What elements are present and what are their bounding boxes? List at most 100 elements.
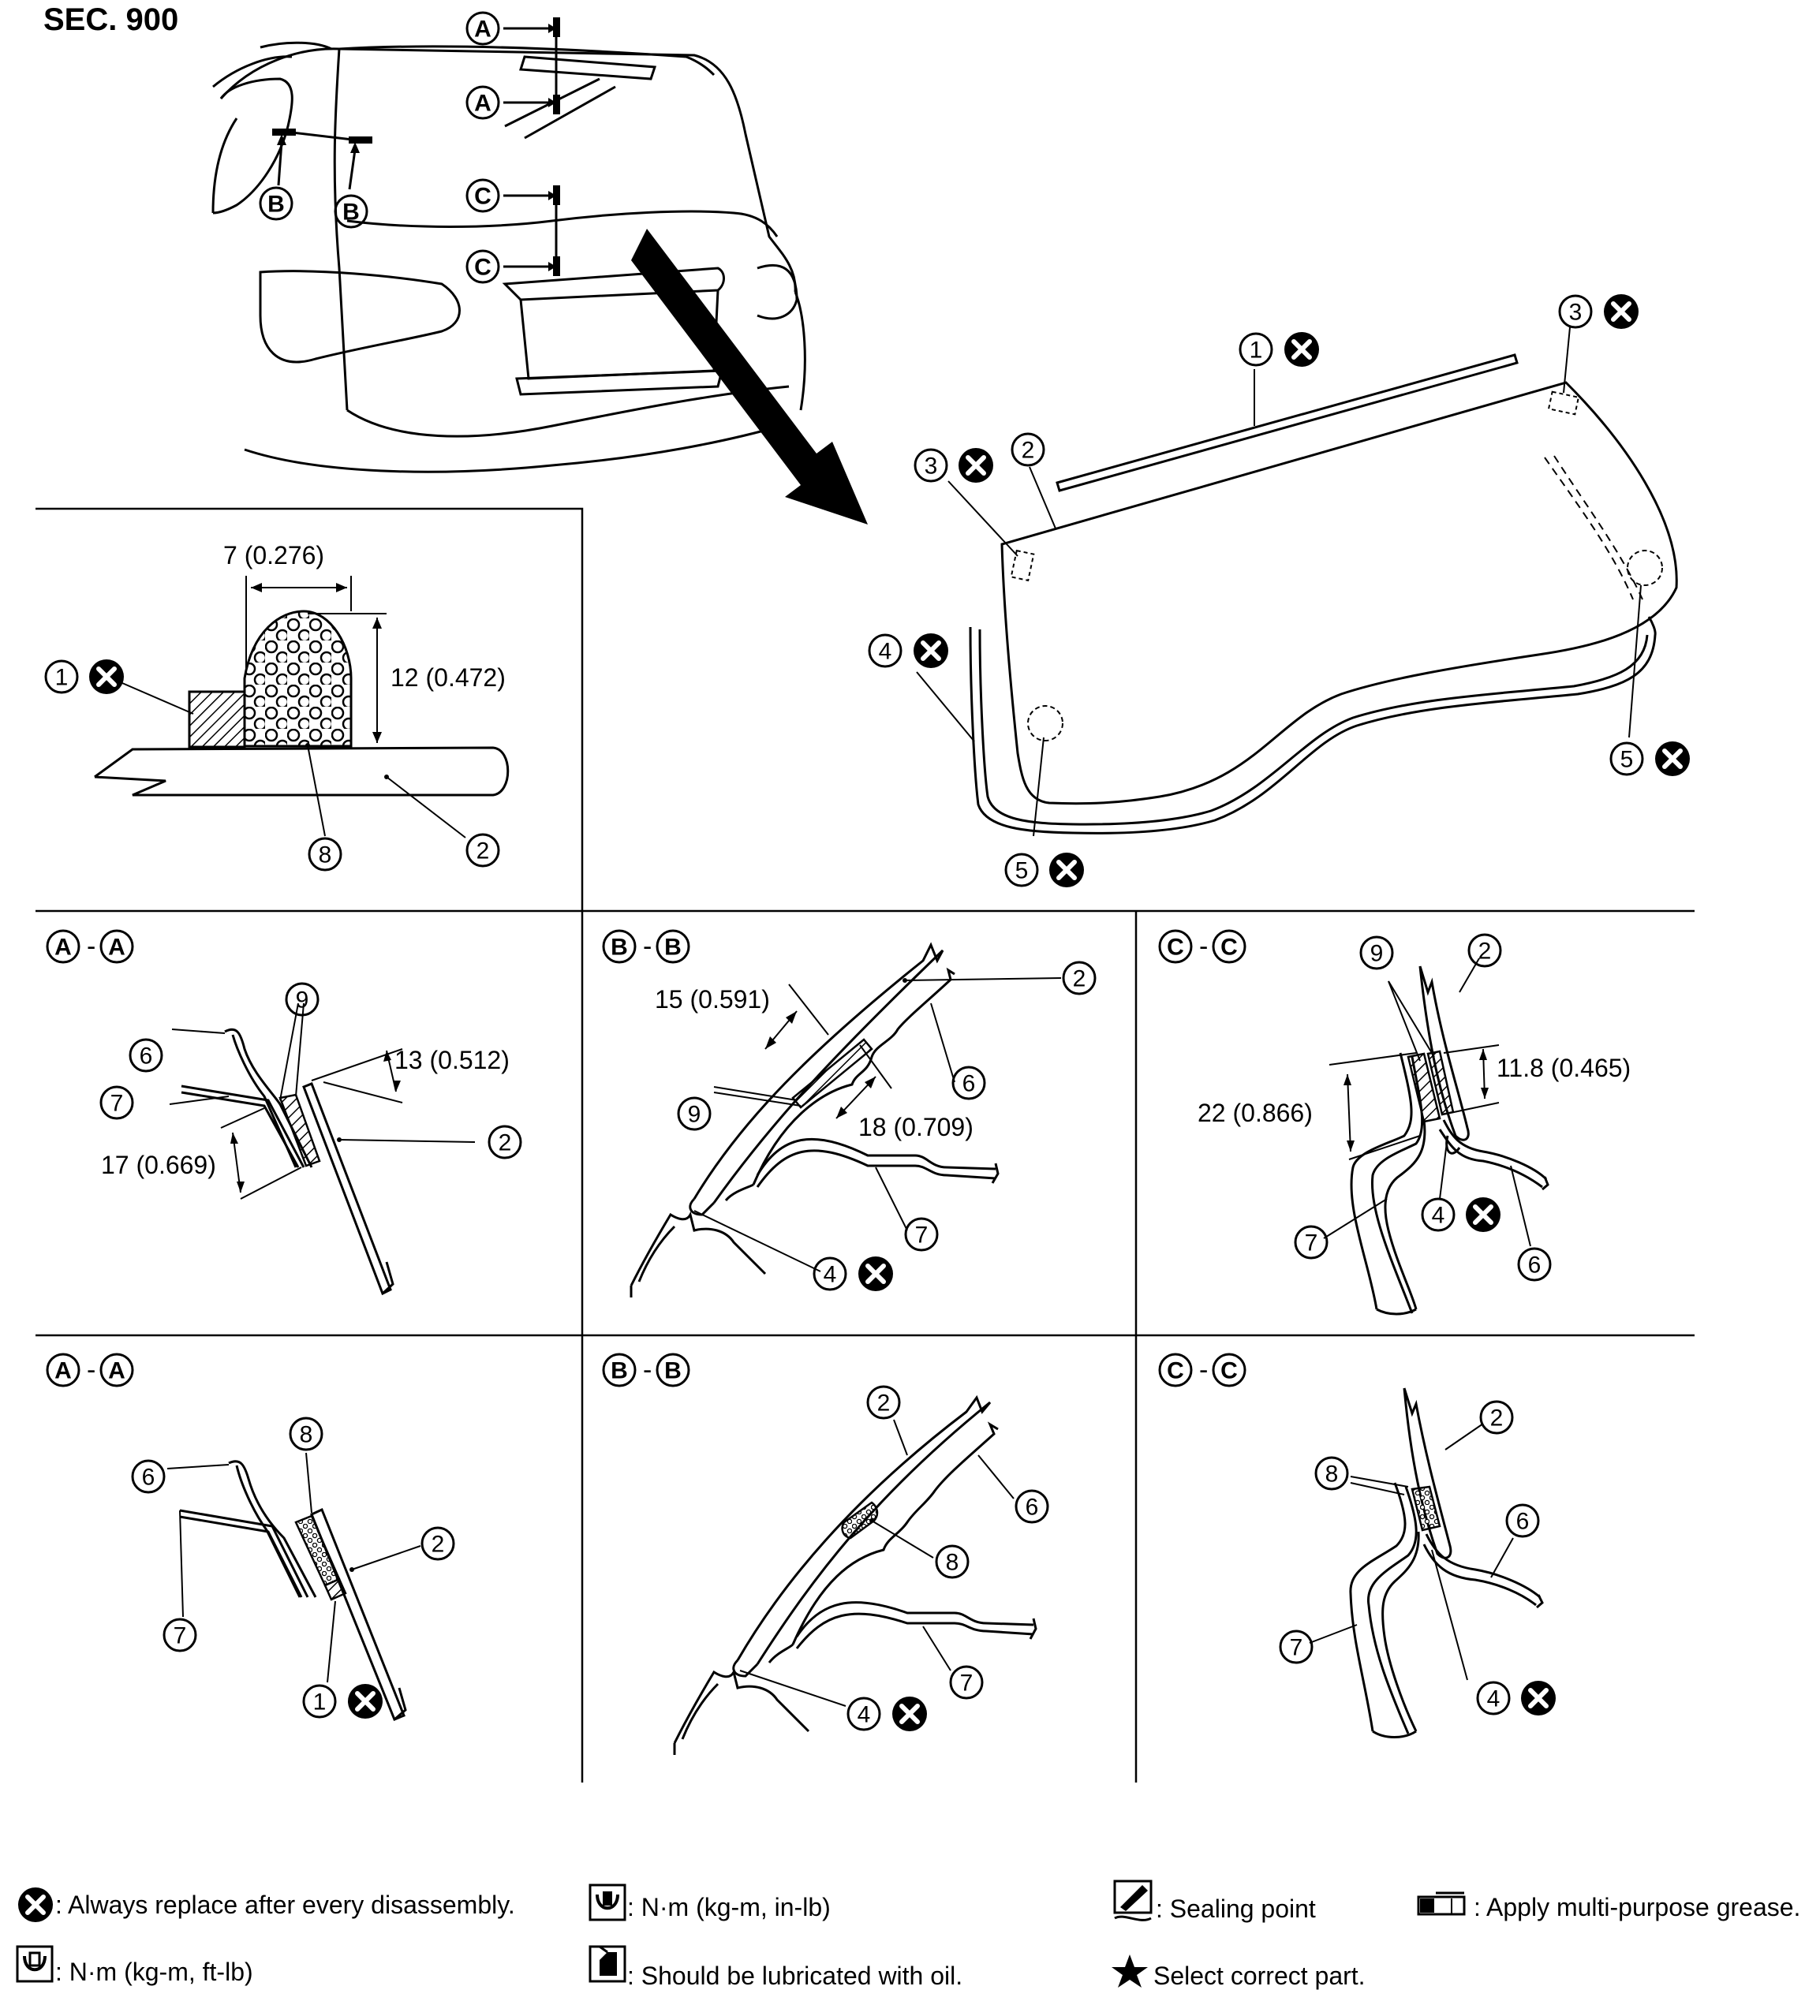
section-b-b-lower-drawing <box>673 1394 1037 1755</box>
svg-text:-: - <box>643 931 652 961</box>
svg-text:8: 8 <box>1325 1462 1339 1488</box>
upper-molding <box>1056 353 1519 492</box>
svg-text:2: 2 <box>1490 1406 1504 1432</box>
svg-text:7: 7 <box>110 1091 124 1117</box>
callout-8-bb-lower: 8 <box>935 1544 970 1579</box>
svg-text:2: 2 <box>1478 939 1492 965</box>
svg-text:B: B <box>664 935 682 961</box>
svg-text:A: A <box>54 1358 72 1384</box>
callout-2-detail: 2 <box>465 833 500 868</box>
callout-4-bb-upper: 4 <box>813 1256 893 1291</box>
callout-3-spacer-left: 3 <box>914 448 993 483</box>
svg-text:7: 7 <box>1290 1635 1303 1661</box>
svg-text:1: 1 <box>1250 338 1263 364</box>
svg-text:6: 6 <box>1516 1509 1530 1535</box>
vehicle-rear-view <box>211 41 806 473</box>
svg-text:-: - <box>643 1355 652 1385</box>
svg-text:2: 2 <box>1022 438 1035 464</box>
svg-text:8: 8 <box>319 842 332 868</box>
section-c-c-lower-drawing <box>1309 1387 1544 1738</box>
svg-text:C: C <box>474 184 491 210</box>
callout-6-cc-lower: 6 <box>1505 1503 1540 1538</box>
star-icon <box>1112 1954 1148 1988</box>
svg-text:A: A <box>108 935 125 961</box>
callout-2-bb-lower: 2 <box>866 1385 901 1420</box>
callout-7-bb-lower: 7 <box>949 1665 984 1700</box>
svg-text:7: 7 <box>1305 1230 1318 1256</box>
callout-2-cc-upper: 2 <box>1467 933 1502 968</box>
svg-text:-: - <box>87 931 95 961</box>
svg-text:C: C <box>1220 1358 1238 1384</box>
replace-x-icon <box>914 633 948 668</box>
callout-4-cc-lower: 4 <box>1476 1681 1556 1715</box>
callout-7-aa-upper: 7 <box>99 1085 134 1120</box>
detail-arrow-icon <box>631 229 868 525</box>
replace-x-icon <box>1284 332 1319 367</box>
torque-wrench-in-lb-icon <box>589 1883 626 1921</box>
replace-x-icon <box>858 1256 893 1291</box>
svg-text:6: 6 <box>1026 1495 1039 1521</box>
replace-x-icon <box>1466 1197 1500 1232</box>
cut-label-b-right: B <box>334 194 368 229</box>
svg-text:A: A <box>54 935 72 961</box>
cut-label-b-left: B <box>259 186 293 221</box>
adhesive-detail <box>94 576 510 838</box>
svg-text:2: 2 <box>1073 966 1086 992</box>
svg-text:2: 2 <box>877 1391 891 1417</box>
fastener-left <box>1027 705 1063 741</box>
svg-text:2: 2 <box>499 1130 512 1156</box>
svg-text:1: 1 <box>55 665 69 691</box>
svg-text:4: 4 <box>858 1702 871 1728</box>
svg-text:8: 8 <box>300 1422 313 1448</box>
section-title-b-b-lower: B - B <box>602 1353 690 1387</box>
callout-8-detail: 8 <box>308 837 342 872</box>
callout-1-molding: 1 <box>1239 332 1319 367</box>
panel-frames <box>36 507 1695 1783</box>
dimension-bb-upper: 15 (0.591) <box>655 985 770 1014</box>
svg-text:C: C <box>1220 935 1238 961</box>
svg-text:C: C <box>474 255 491 281</box>
svg-text:4: 4 <box>1432 1203 1445 1229</box>
svg-text:5: 5 <box>1015 858 1029 884</box>
svg-text:B: B <box>611 1358 628 1384</box>
legend-sealing: : Sealing point <box>1156 1895 1316 1923</box>
svg-text:C: C <box>1167 1358 1184 1384</box>
spacer-left <box>1010 549 1035 582</box>
svg-text:B: B <box>611 935 628 961</box>
dimension-cc-upper: 11.8 (0.465) <box>1497 1054 1631 1082</box>
callout-7-bb-upper: 7 <box>904 1217 939 1252</box>
svg-text:6: 6 <box>142 1465 155 1491</box>
dimension-cc-lower: 22 (0.866) <box>1198 1099 1313 1127</box>
svg-text:3: 3 <box>1569 300 1583 326</box>
callout-6-aa-lower: 6 <box>131 1459 166 1494</box>
callout-8-cc-lower: 8 <box>1314 1456 1349 1491</box>
callout-2-bb-upper: 2 <box>1062 961 1097 995</box>
oil-can-icon <box>589 1945 626 1983</box>
svg-text:6: 6 <box>962 1071 976 1097</box>
svg-text:1: 1 <box>313 1689 327 1715</box>
svg-text:2: 2 <box>476 838 490 864</box>
svg-text:9: 9 <box>1370 941 1384 967</box>
dimension-bead-height: 12 (0.472) <box>391 663 506 692</box>
legend-replace: : Always replace after every disassembly… <box>55 1891 515 1919</box>
svg-text:-: - <box>1199 1355 1208 1385</box>
section-title-c-c-lower: C - C <box>1158 1353 1246 1387</box>
callout-5-fastener-left: 5 <box>1004 853 1084 887</box>
callout-4-moulding: 4 <box>868 633 948 668</box>
legend-torque-in-lb: : N·m (kg-m, in-lb) <box>627 1893 831 1921</box>
callout-3-spacer-right: 3 <box>1558 294 1639 329</box>
callout-4-bb-lower: 4 <box>846 1697 927 1731</box>
side-moulding <box>969 616 1657 834</box>
svg-text:7: 7 <box>915 1223 929 1249</box>
svg-text:A: A <box>474 17 491 43</box>
section-c-c-upper-drawing <box>1323 958 1549 1316</box>
svg-text:7: 7 <box>174 1623 187 1649</box>
callout-8-aa-lower: 8 <box>289 1417 323 1451</box>
replace-x-icon <box>1604 294 1639 329</box>
section-title-a-a-upper: A - A <box>46 929 134 964</box>
section-a-a-lower-drawing <box>166 1452 421 1721</box>
legend-select: Select correct part. <box>1153 1962 1366 1990</box>
legend-grease: : Apply multi-purpose grease. <box>1474 1893 1800 1921</box>
replace-x-icon <box>1655 741 1690 776</box>
